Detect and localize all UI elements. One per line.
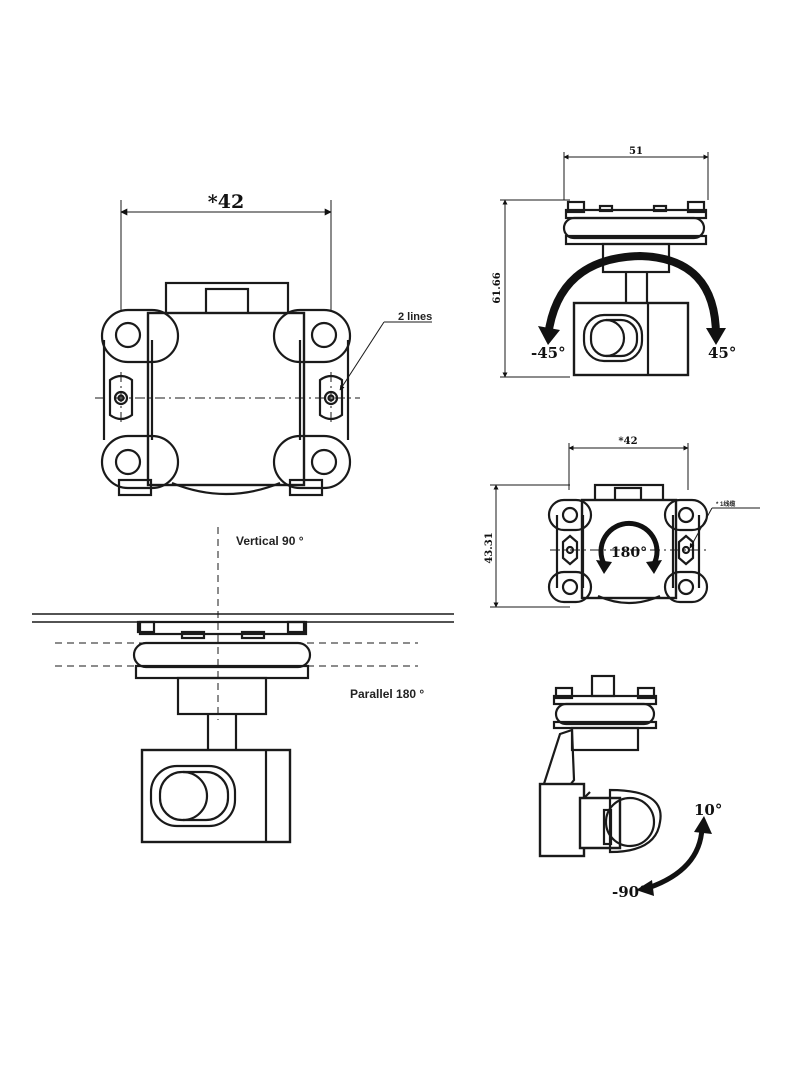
front-view: *42 43.31 180° * 1线缆	[484, 436, 760, 608]
tilt-down-label: -90°	[612, 883, 647, 901]
vertical-label: Vertical 90 °	[236, 534, 304, 548]
mount-view: Vertical 90 ° Parallel 180 °	[32, 527, 454, 844]
front-note-label: * 1线缆	[716, 500, 735, 508]
pan-left-label: -45°	[531, 344, 566, 362]
parallel-label: Parallel 180 °	[350, 687, 424, 701]
pan-right-label: 45°	[708, 344, 736, 362]
side-height-label: 61.66	[492, 272, 503, 303]
top-view: *42 2 lines	[95, 191, 432, 497]
tilt-view: 10° -90°	[538, 674, 722, 901]
tilt-up-label: 10°	[694, 801, 722, 819]
front-height-label: 43.31	[484, 532, 495, 563]
side-view: 51 61.66 -45° 45°	[492, 146, 736, 378]
rotate-label: 180°	[611, 545, 647, 561]
top-width-label: *42	[208, 191, 244, 213]
front-width-label: *42	[618, 436, 637, 447]
two-lines-label: 2 lines	[398, 311, 432, 323]
side-width-label: 51	[629, 146, 643, 157]
